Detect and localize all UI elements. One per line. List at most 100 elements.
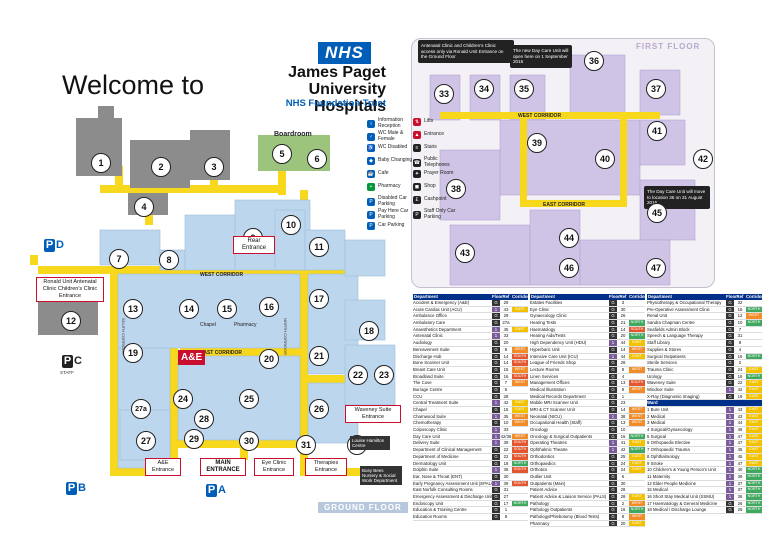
- ronald-unit-entrance-label[interactable]: Ronald Unit Antenatal Clinic Children's …: [36, 277, 104, 302]
- building-number-23[interactable]: 23: [374, 365, 394, 385]
- waveney-suite-entrance-label[interactable]: Waveney Suite Entrance: [345, 405, 401, 423]
- directory-row[interactable]: Patient Advice & Liaison Service (PALS)G…: [530, 493, 645, 501]
- building-number-31[interactable]: 31: [296, 435, 316, 455]
- building-number-33[interactable]: 33: [434, 84, 454, 104]
- building-number-18[interactable]: 18: [359, 321, 379, 341]
- building-number-21[interactable]: 21: [309, 346, 329, 366]
- building-number-28[interactable]: 28: [194, 409, 214, 429]
- building-number-25[interactable]: 25: [239, 389, 259, 409]
- building-number-46[interactable]: 46: [559, 258, 579, 278]
- car-park-a[interactable]: P A: [206, 484, 226, 497]
- main-entrance-label[interactable]: MAIN ENTRANCE: [200, 458, 246, 476]
- building-number-42[interactable]: 42: [693, 149, 713, 169]
- building-number-3[interactable]: 3: [204, 157, 224, 177]
- building-number-15[interactable]: 15: [217, 299, 237, 319]
- car-park-b[interactable]: P B: [66, 482, 86, 495]
- building-number-13[interactable]: 13: [123, 299, 143, 319]
- rear-entrance-label[interactable]: Rear Entrance: [233, 236, 275, 254]
- building-number-7[interactable]: 7: [109, 249, 129, 269]
- building-number-11[interactable]: 11: [309, 237, 329, 257]
- building-number-35[interactable]: 35: [514, 79, 534, 99]
- building-number-30[interactable]: 30: [239, 431, 259, 451]
- therapies-entrance-label[interactable]: Therapies Entrance: [305, 458, 347, 476]
- building-number-34[interactable]: 34: [474, 79, 494, 99]
- building-number-40[interactable]: 40: [595, 149, 615, 169]
- car-park-d[interactable]: P D: [44, 239, 64, 252]
- building-number-17[interactable]: 17: [309, 289, 329, 309]
- directory-row[interactable]: Emergency Assessment & Discharge Unit (E…: [413, 493, 528, 501]
- building-number-4[interactable]: 4: [134, 197, 154, 217]
- building-number-39[interactable]: 39: [527, 133, 547, 153]
- building-number-1[interactable]: 1: [91, 153, 111, 173]
- building-number-19[interactable]: 19: [123, 343, 143, 363]
- building-number-6[interactable]: 6: [307, 149, 327, 169]
- building-number-47[interactable]: 47: [646, 258, 666, 278]
- building-number-16[interactable]: 16: [259, 297, 279, 317]
- building-number-22[interactable]: 22: [348, 365, 368, 385]
- eye-clinic-entrance-label[interactable]: Eye Clinic Entrance: [254, 458, 294, 476]
- building-number-5[interactable]: 5: [272, 144, 292, 164]
- building-number-14[interactable]: 14: [179, 299, 199, 319]
- ae-entrance-label[interactable]: A&E Entrance: [145, 458, 181, 476]
